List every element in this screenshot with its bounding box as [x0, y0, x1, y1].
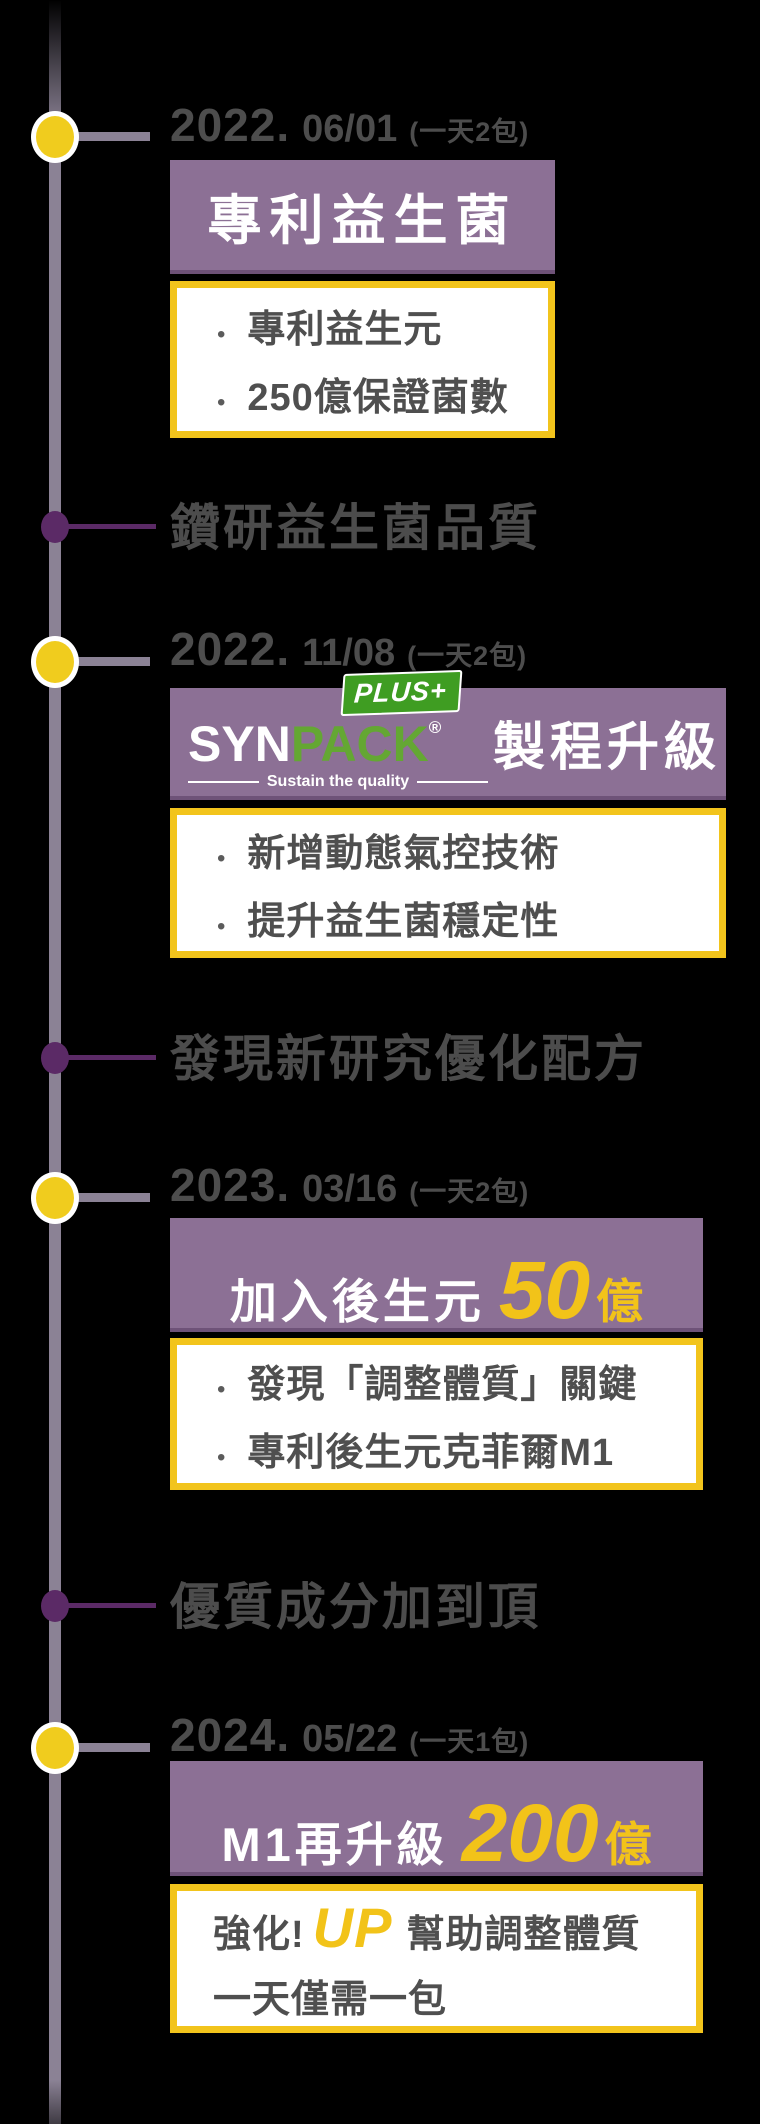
event-4-year: 2024. — [170, 1709, 291, 1761]
event-1-dose-note: (一天2包) — [409, 117, 530, 147]
list-item: • 提升益生菌穩定性 — [217, 890, 719, 945]
synpack-syn: SYN — [188, 716, 291, 772]
milestone-3-label: 優質成分加到頂 — [170, 1579, 541, 1635]
registered-mark: ® — [428, 718, 442, 737]
event-1-bullet-1: 專利益生元 — [247, 309, 443, 351]
list-item: • 專利益生元 — [217, 298, 548, 353]
event-1-title: 專利益生菌 — [207, 190, 518, 251]
event-3-title: 加入後生元 — [229, 1275, 485, 1328]
node-connector — [78, 1193, 150, 1202]
milestone-dot-3 — [41, 1590, 69, 1622]
milestone-connector — [68, 1055, 156, 1060]
milestone-dot-2 — [41, 1042, 69, 1074]
event-1-day: 06/01 — [302, 108, 398, 150]
event-4-title: M1再升級 — [221, 1818, 448, 1871]
list-item: • 250億保證菌數 — [217, 366, 548, 421]
event-4-date: 2024. 05/22 (一天1包) — [170, 1708, 529, 1762]
event-1-year: 2022. — [170, 99, 291, 151]
event-3-year: 2023. — [170, 1159, 291, 1211]
synpack-tagline-text: Sustain the quality — [266, 773, 410, 790]
bullet-dot: • — [217, 844, 226, 872]
event-3-detail-box: • 發現「調整體質」關鍵 • 專利後生元克菲爾M1 — [170, 1338, 703, 1490]
synpack-pack: PACK — [290, 716, 429, 772]
event-1-date: 2022. 06/01 (一天2包) — [170, 98, 529, 152]
event-4-detail-box: 強化! UP 幫助調整體質 一天僅需一包 — [170, 1884, 703, 2033]
event-1-bullet-2: 250億保證菌數 — [247, 377, 509, 419]
node-connector — [78, 1743, 150, 1752]
event-2-year: 2022. — [170, 623, 291, 675]
node-connector — [78, 657, 150, 666]
event-4-line1-post: 幫助調整體質 — [406, 1913, 641, 1956]
event-2-day: 11/08 — [302, 632, 396, 674]
event-2-bullet-2: 提升益生菌穩定性 — [247, 900, 560, 943]
event-2-date: 2022. 11/08 (一天2包) — [170, 622, 527, 676]
synpack-wordmark: SYNPACK® — [188, 719, 488, 769]
event-2-detail-box: • 新增動態氣控技術 • 提升益生菌穩定性 — [170, 808, 726, 958]
milestone-dot-1 — [41, 511, 69, 543]
milestone-connector — [68, 524, 156, 529]
event-2-title-box: PLUS+ SYNPACK® Sustain the quality 製程升級 — [170, 669, 726, 800]
synpack-logo: SYNPACK® Sustain the quality — [188, 693, 488, 791]
bullet-dot: • — [217, 1443, 226, 1471]
event-4-up-word: UP — [312, 1895, 393, 1959]
detail-line-2: 一天僅需一包 — [213, 1968, 696, 2023]
list-item: • 新增動態氣控技術 — [217, 822, 719, 877]
detail-line-1: 強化! UP 幫助調整體質 — [213, 1895, 696, 1960]
bullet-dot: • — [217, 389, 226, 416]
timeline-node-4 — [31, 1722, 79, 1774]
event-4-highlight-number: 200 — [461, 1788, 599, 1879]
event-1-detail-box: • 專利益生元 • 250億保證菌數 — [170, 281, 555, 438]
event-3-bullet-2: 專利後生元克菲爾M1 — [247, 1431, 615, 1474]
list-item: • 專利後生元克菲爾M1 — [217, 1421, 696, 1476]
milestone-2-label: 發現新研究優化配方 — [170, 1031, 647, 1087]
milestone-1-label: 鑽研益生菌品質 — [170, 500, 541, 556]
timeline-node-2 — [31, 636, 79, 688]
bullet-dot: • — [217, 1375, 226, 1403]
event-3-highlight-number: 50 — [498, 1245, 591, 1336]
timeline-node-3 — [31, 1172, 79, 1224]
event-4-title-box: M1再升級 200 億 — [170, 1761, 703, 1879]
event-3-date: 2023. 03/16 (一天2包) — [170, 1158, 529, 1212]
bullet-dot: • — [217, 912, 226, 940]
event-4-line2: 一天僅需一包 — [213, 1978, 448, 2021]
event-3-unit: 億 — [596, 1275, 644, 1328]
event-3-bullet-1: 發現「調整體質」關鍵 — [247, 1363, 638, 1406]
event-3-day: 03/16 — [302, 1168, 398, 1210]
milestone-connector — [68, 1603, 156, 1608]
event-2-title: 製程升級 — [492, 718, 721, 777]
event-2-bullet-1: 新增動態氣控技術 — [247, 832, 560, 875]
event-4-line1-pre: 強化! — [213, 1913, 305, 1956]
event-4-day: 05/22 — [302, 1718, 398, 1760]
list-item: • 發現「調整體質」關鍵 — [217, 1353, 696, 1408]
synpack-tagline: Sustain the quality — [188, 773, 488, 791]
event-1-title-box: 專利益生菌 — [170, 160, 555, 274]
event-2-title-area: 製程升級 — [488, 688, 726, 796]
event-3-dose-note: (一天2包) — [409, 1177, 530, 1207]
node-connector — [78, 132, 150, 141]
bullet-dot: • — [217, 321, 226, 348]
event-4-dose-note: (一天1包) — [409, 1727, 530, 1757]
event-4-unit: 億 — [604, 1818, 652, 1871]
event-2-dose-note: (一天2包) — [407, 641, 528, 671]
synpack-plus-badge: PLUS+ — [340, 669, 463, 717]
timeline-node-1 — [31, 111, 79, 163]
event-3-title-box: 加入後生元 50 億 — [170, 1218, 703, 1336]
